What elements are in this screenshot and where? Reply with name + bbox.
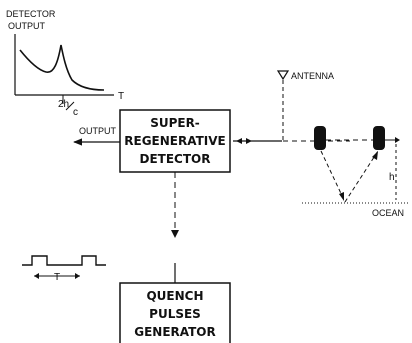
quench-pulse-waveform: T	[22, 255, 106, 283]
detector-block-line1: SUPER-	[150, 116, 200, 130]
detector-output-curve	[19, 44, 105, 91]
quench-block-line3: GENERATOR	[134, 325, 216, 339]
period-label: T	[54, 272, 60, 283]
feed-arrow-right	[246, 138, 252, 144]
feed-arrow-left	[236, 138, 242, 144]
quench-path	[171, 172, 179, 283]
height-label: h	[389, 172, 395, 183]
quench-control-arrow	[171, 230, 179, 238]
aircraft-icon-left	[314, 126, 326, 150]
quench-block-frame	[119, 282, 231, 343]
antenna-label: ANTENNA	[291, 71, 334, 81]
reflected-ray-arrow	[372, 151, 378, 160]
quench-block-line2: PULSES	[149, 307, 201, 321]
quench-block: QUENCH PULSES GENERATOR	[119, 282, 231, 343]
altimeter-geometry: h OCEAN	[302, 126, 410, 218]
output-label: OUTPUT	[79, 126, 117, 136]
period-arrow-left	[34, 273, 39, 279]
detector-block-line2: REGENERATIVE	[124, 134, 225, 148]
antenna-feed: ANTENNA	[233, 70, 350, 144]
detector-block-frame	[119, 109, 231, 173]
delay-fraction-slash	[65, 101, 75, 111]
detector-block: SUPER- REGENERATIVE DETECTOR	[119, 109, 231, 173]
graph-time-axis-label: T	[118, 91, 124, 102]
reflected-ray	[344, 150, 379, 203]
detector-output-label-line1: DETECTOR	[6, 9, 56, 19]
incident-ray	[320, 150, 346, 203]
delay-label-denominator: c	[73, 107, 78, 118]
quench-block-line1: QUENCH	[146, 289, 203, 303]
detector-output-label-line2: OUTPUT	[8, 21, 46, 31]
flight-direction-arrow	[395, 137, 400, 143]
detector-block-line3: DETECTOR	[140, 152, 211, 166]
ocean-label: OCEAN	[372, 208, 404, 218]
period-arrow-right	[75, 273, 80, 279]
incident-ray-arrow	[339, 192, 344, 201]
detector-output-graph: DETECTOR OUTPUT T 2h c	[6, 9, 124, 118]
antenna-icon	[276, 70, 290, 81]
delay-label-numerator: 2h	[58, 99, 69, 110]
pulse-train	[22, 255, 106, 266]
aircraft-icon-right	[373, 126, 385, 150]
output-path: OUTPUT	[73, 126, 120, 146]
